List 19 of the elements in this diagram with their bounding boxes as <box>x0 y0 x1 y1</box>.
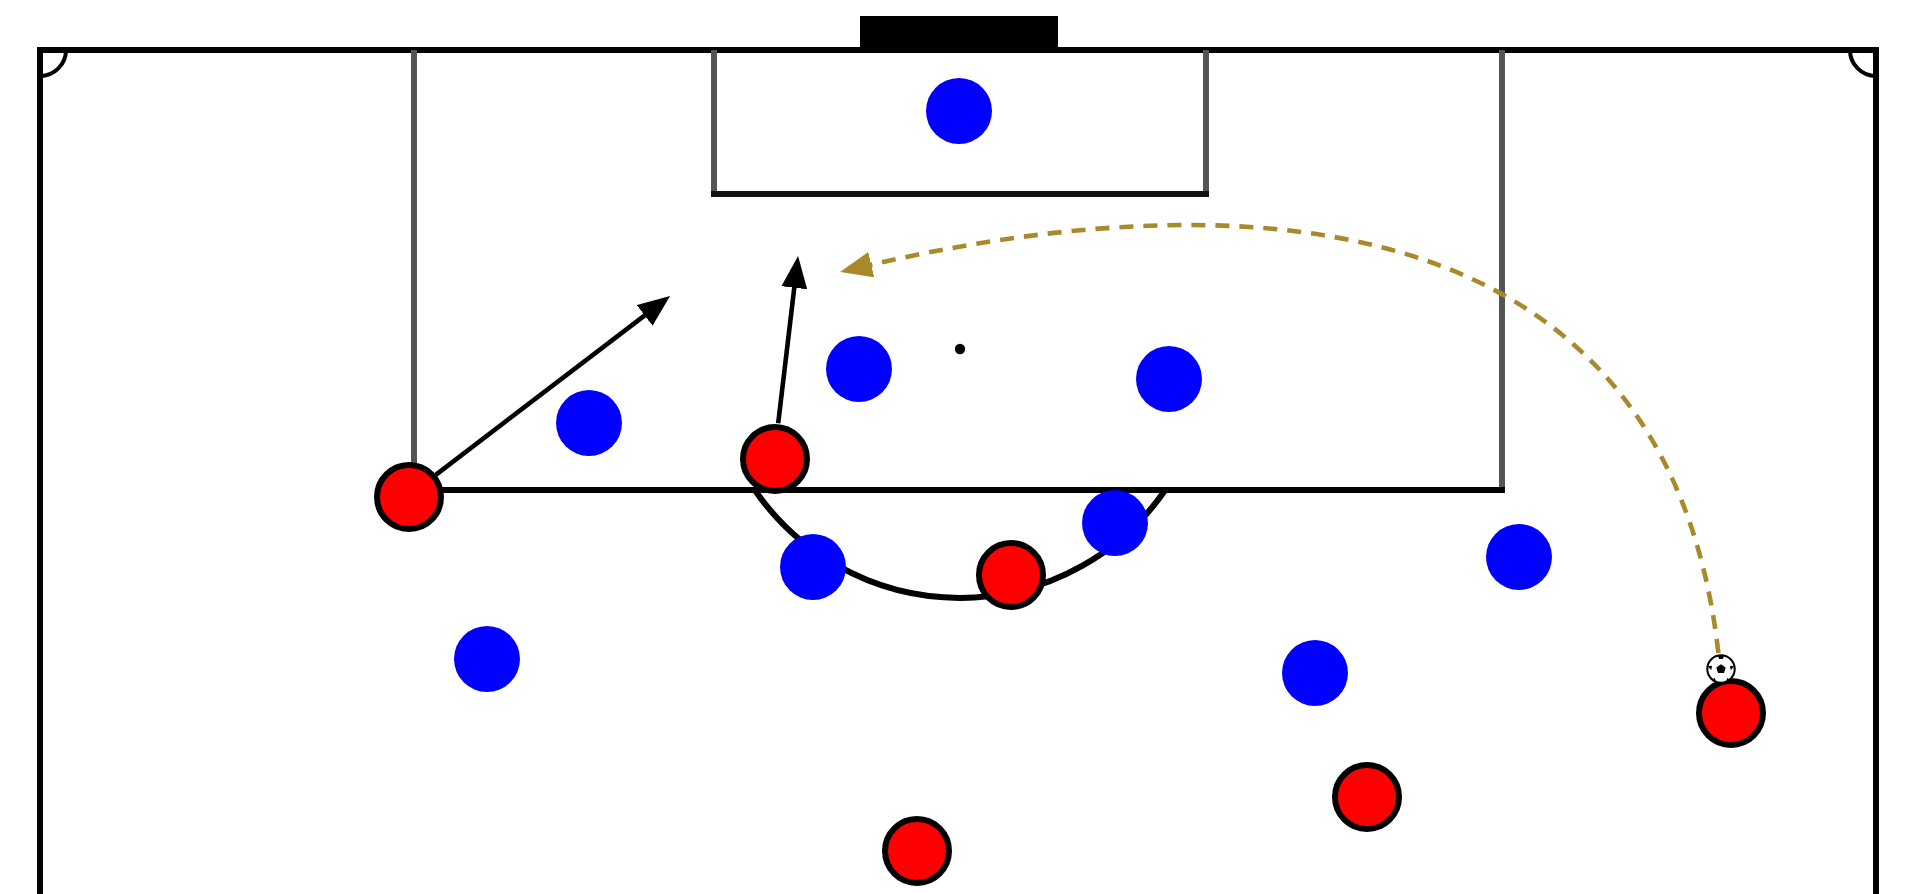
player-marker <box>1081 489 1147 555</box>
ball-icon <box>1705 653 1735 683</box>
player-marker <box>1485 523 1551 589</box>
player-marker <box>555 389 621 455</box>
player-marker <box>1695 677 1765 747</box>
arrow <box>775 256 808 424</box>
player-marker <box>373 461 443 531</box>
player-marker <box>1331 761 1401 831</box>
player-marker <box>825 335 891 401</box>
dashed-arrow <box>839 223 1721 654</box>
player-marker <box>925 77 991 143</box>
player-marker <box>739 423 809 493</box>
player-marker <box>975 539 1045 609</box>
player-marker <box>1135 345 1201 411</box>
arrow <box>434 296 671 477</box>
player-marker <box>881 815 951 885</box>
player-marker <box>1281 639 1347 705</box>
player-marker <box>453 625 519 691</box>
player-marker <box>779 533 845 599</box>
